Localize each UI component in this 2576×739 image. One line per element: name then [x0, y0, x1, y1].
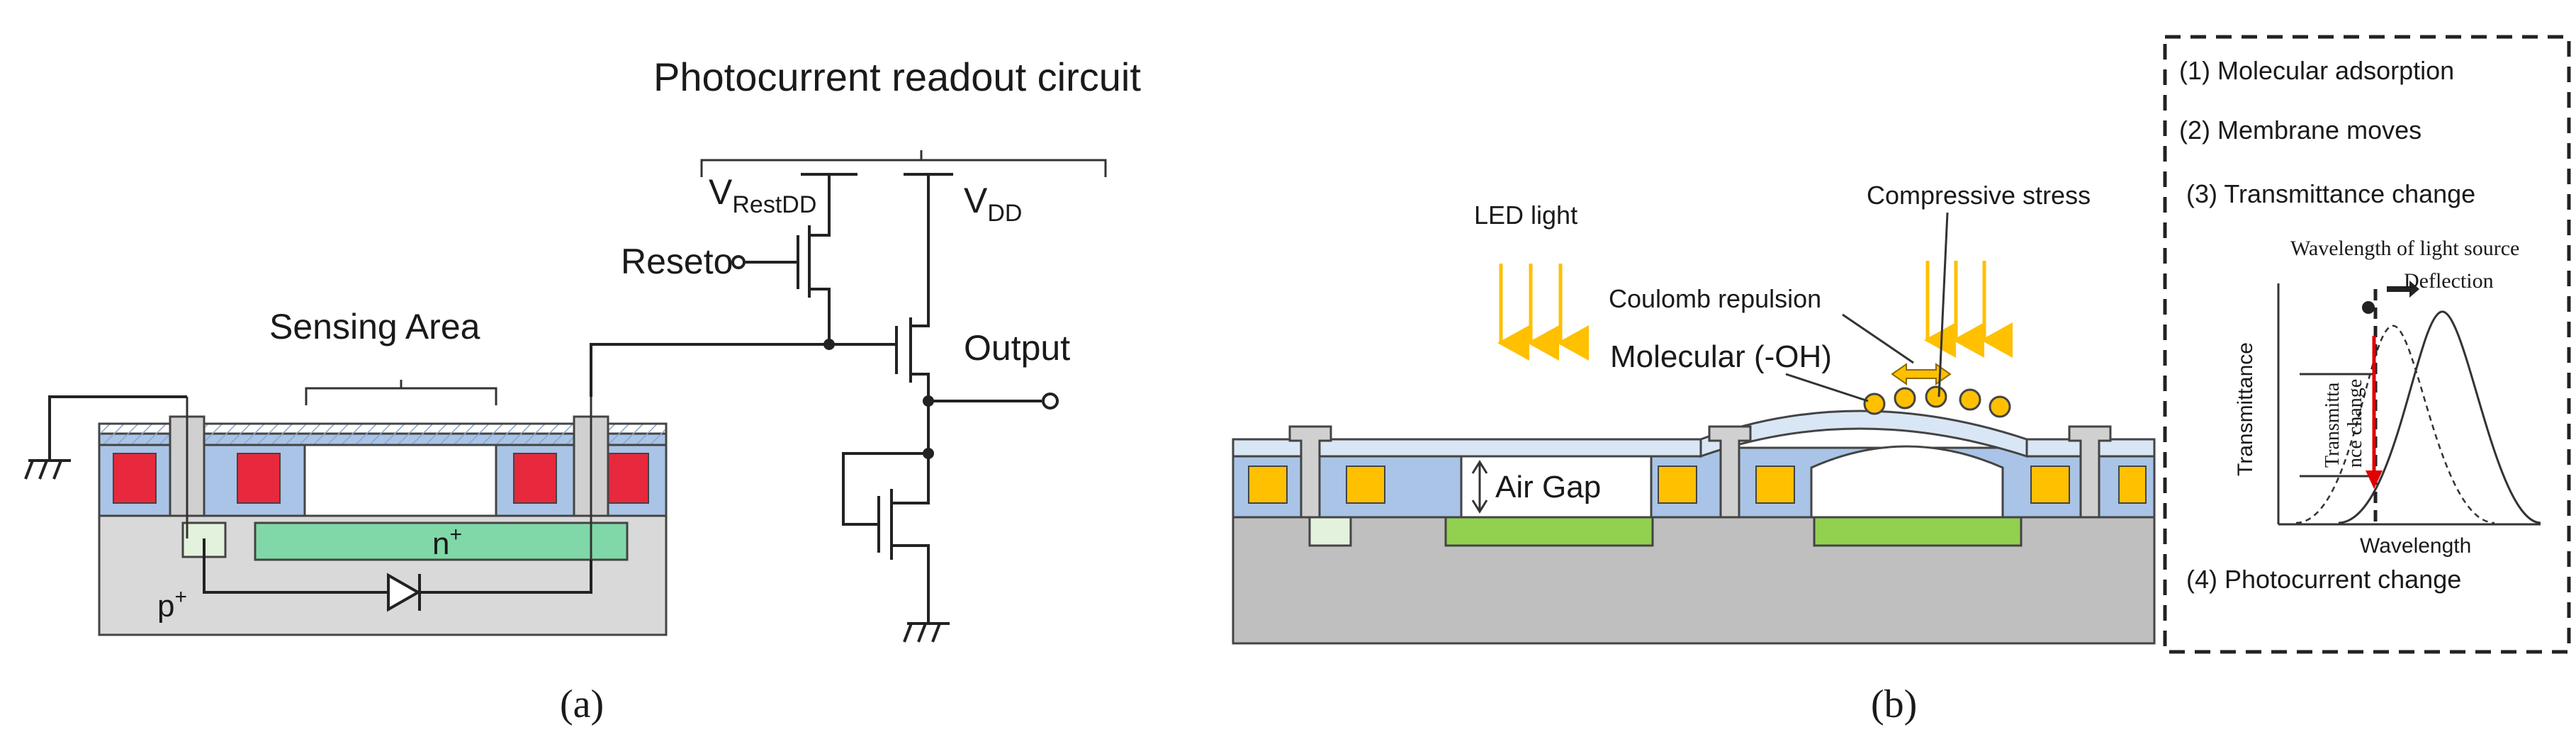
output-label: Output [964, 328, 1070, 368]
deflection-arrow-icon [2387, 281, 2419, 298]
original-curve [2338, 310, 2541, 524]
p-plus-label: p+ [157, 585, 187, 624]
panel-a: Sensing Area Photocurrent readout circui… [24, 55, 1141, 726]
green-electrode-1 [1444, 516, 1654, 547]
diode-symbol [387, 572, 422, 612]
air-gap-label: Air Gap [1495, 470, 1601, 504]
transmittance-change-red-label: Transmitta nce change [2322, 379, 2366, 468]
red-electrode-1 [113, 453, 157, 504]
y-axis-label: Transmittance [2234, 342, 2257, 476]
transmittance-plot: Wavelength of light source Deflection Tr… [2234, 237, 2541, 558]
vrestdd-label: VRestDD [709, 172, 816, 218]
red-electrode-3 [513, 453, 557, 504]
red-electrode-4 [605, 453, 649, 504]
sensing-cavity [303, 444, 497, 517]
led-arrows [1497, 261, 2013, 361]
step-3-label: (3) Transmittance change [2186, 179, 2475, 208]
reset-node [731, 255, 746, 269]
coulomb-arrow-icon [1891, 363, 1952, 385]
readout-circuit: Photocurrent readout circuit VRestDD Res… [590, 55, 1141, 643]
air-gap-cavity [1460, 455, 1653, 519]
svg-text:Transmitta: Transmitta [2322, 382, 2344, 468]
red-electrode-2 [237, 453, 281, 504]
panel-b: Air Gap LED light Compressive stress Cou… [1232, 181, 2156, 726]
dome-cavity [1810, 445, 2004, 519]
green-electrode-2 [1813, 516, 2023, 547]
caption-b: (b) [1871, 682, 1917, 726]
wavelength-source-label: Wavelength of light source [2290, 237, 2519, 260]
shifted-curve [2295, 325, 2495, 524]
molecular-label: Molecular (-OH) [1610, 339, 1832, 374]
molecules [1863, 385, 2011, 418]
x-axis-label: Wavelength [2360, 534, 2471, 558]
n-plus-region [254, 521, 629, 561]
coulomb-repulsion-label: Coulomb repulsion [1609, 284, 1821, 313]
ground-left-icon [24, 459, 71, 480]
led-light-label: LED light [1474, 201, 1577, 230]
deflected-membrane [1699, 410, 2028, 458]
photodiode-device [98, 397, 668, 636]
output-terminal [1042, 393, 1059, 410]
reset-label: Reseto [621, 242, 733, 281]
sensing-area-brace [305, 380, 497, 405]
process-inset: (1) Molecular adsorption (2) Membrane mo… [2163, 35, 2571, 654]
sensing-area-label: Sensing Area [269, 307, 480, 346]
n-plus-label: n+ [432, 523, 462, 561]
svg-text:nce change: nce change [2344, 379, 2366, 468]
ground-right-icon [903, 622, 950, 643]
sense-node-dot [823, 339, 835, 350]
mems-device [1232, 410, 2156, 645]
caption-a: (a) [560, 682, 604, 726]
readout-circuit-title: Photocurrent readout circuit [653, 55, 1141, 99]
deflection-label: Deflection [2404, 269, 2494, 293]
compressive-stress-label: Compressive stress [1867, 181, 2091, 210]
step-4-label: (4) Photocurrent change [2186, 565, 2461, 594]
vdd-label: VDD [964, 181, 1022, 227]
step-2-label: (2) Membrane moves [2179, 115, 2422, 145]
step-1-label: (1) Molecular adsorption [2179, 56, 2454, 85]
